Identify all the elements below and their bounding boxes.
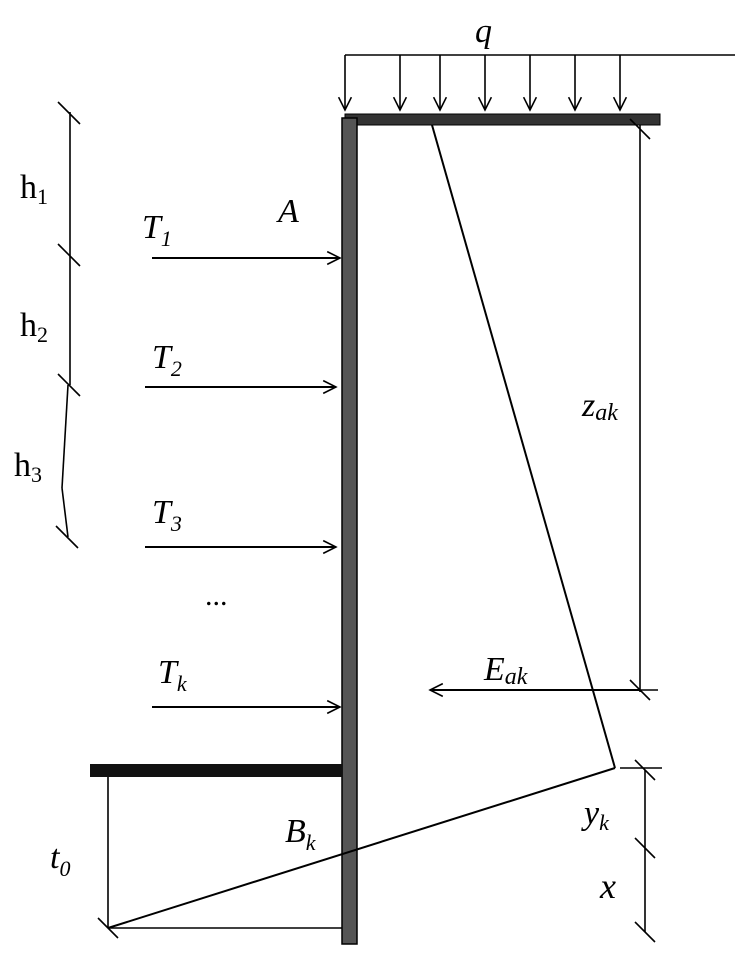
label-Tk: Tk — [158, 654, 188, 696]
label-zak: zak — [581, 387, 618, 426]
label-ellipsis: ... — [205, 579, 228, 612]
tick — [634, 837, 656, 859]
excavation-base — [90, 764, 342, 777]
label-T3: T3 — [152, 494, 182, 536]
label-x: x — [599, 866, 616, 906]
tick — [629, 118, 651, 140]
h3-dimension-line — [61, 384, 69, 489]
tick — [55, 525, 79, 549]
label-h1: h1 — [20, 169, 48, 209]
label-T2: T2 — [152, 339, 182, 381]
eak-resultant: Eak — [430, 651, 640, 690]
passive-pressure-line — [107, 767, 616, 929]
tick — [97, 917, 119, 939]
active-pressure-line — [431, 124, 616, 769]
label-h2: h2 — [20, 307, 48, 347]
label-h3: h3 — [14, 447, 42, 487]
label-Bk: Bk — [285, 813, 317, 855]
label-T1: T1 — [142, 209, 172, 251]
anchor-spacing-dimension: h1 h2 h3 — [14, 101, 81, 549]
surcharge-load: q — [345, 13, 735, 110]
ground-surface — [344, 113, 661, 126]
label-q: q — [475, 13, 492, 50]
tick — [57, 243, 81, 267]
zak-dimension: zak — [581, 118, 658, 701]
anchor-forces: T1 T2 T3 Tk ... — [142, 209, 340, 707]
label-Eak: Eak — [483, 651, 528, 690]
label-t0: t0 — [50, 839, 70, 881]
tick — [57, 373, 81, 397]
yk-x-dimension: yk x — [581, 759, 662, 943]
retaining-wall — [341, 117, 358, 945]
h3-dimension-line — [61, 487, 69, 538]
tick — [57, 101, 81, 125]
tick — [634, 921, 656, 943]
label-A: A — [276, 193, 299, 230]
label-yk: yk — [581, 795, 610, 835]
tick — [634, 759, 656, 781]
